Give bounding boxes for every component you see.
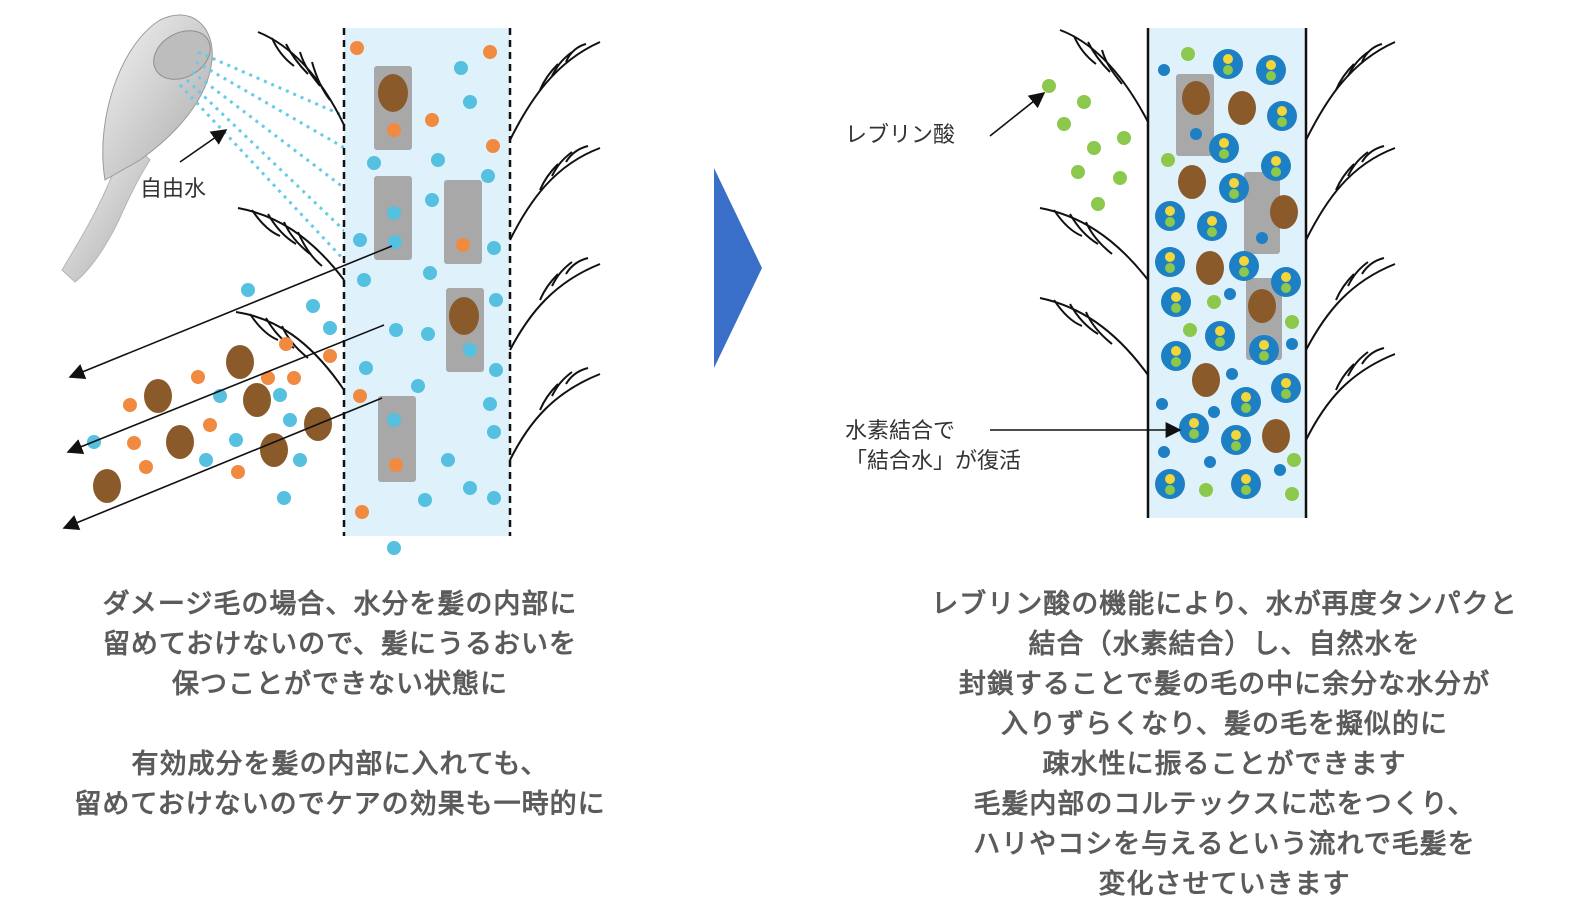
protein-in-restored-hair (1178, 81, 1298, 453)
label-arrows (989, 92, 1182, 438)
outflow-arrows (62, 129, 393, 530)
transition-arrow-icon (714, 168, 762, 368)
levulinic-acid-dots (1042, 47, 1301, 501)
left-caption-line: 留めておけないので、髪にうるおいを (102, 629, 578, 660)
caption-gap (0, 705, 680, 745)
right-caption: レブリン酸の機能により、水が再度タンパクと 結合（水素結合）し、自然水を 封鎖す… (860, 585, 1589, 905)
hydrogen-bond-label-line1: 水素結合で (845, 419, 956, 444)
protein-in-hair (378, 74, 479, 335)
restored-hair-panel (989, 28, 1396, 518)
cuticle-scales-left (235, 31, 345, 391)
active-ingredient-dots (123, 41, 500, 519)
right-caption-line: レブリン酸の機能により、水が再度タンパクと (931, 589, 1518, 620)
shower-head-icon (61, 14, 213, 283)
left-caption-line: 保つことができない状態に (172, 669, 508, 700)
cuticle-scales-right (509, 41, 601, 461)
right-caption-line: 毛髪内部のコルテックスに芯をつくり、 (973, 789, 1476, 820)
right-caption-line: ハリやコシを与えるという流れで毛髪を (973, 829, 1476, 860)
left-caption-line: 有効成分を髪の内部に入れても、 (131, 749, 549, 780)
right-caption-line: 結合（水素結合）し、自然水を (1028, 629, 1421, 660)
hydrogen-bond-label-line2: 「結合水」が復活 (845, 449, 1022, 474)
left-caption-line: ダメージ毛の場合、水分を髪の内部に (102, 589, 578, 620)
bound-water-molecules (1155, 49, 1301, 499)
cuticle-scales-restored-left (1039, 29, 1149, 376)
damaged-hair-panel (61, 14, 601, 555)
small-water-dots (1156, 64, 1298, 476)
right-caption-line: 変化させていきます (1098, 869, 1351, 900)
right-caption-line: 入りずらくなり、髪の毛を擬似的に (1001, 709, 1448, 740)
hair-shaft-damaged (344, 28, 510, 536)
left-caption-line: 留めておけないのでケアの効果も一時的に (74, 789, 606, 820)
cuticle-scales-restored-right (1305, 41, 1396, 441)
right-caption-line: 封鎖することで髪の毛の中に余分な水分が (958, 669, 1491, 700)
free-water-label: 自由水 (140, 177, 207, 202)
right-caption-line: 疎水性に振ることができます (1042, 749, 1407, 780)
levulinic-acid-label: レブリン酸 (845, 123, 956, 148)
left-caption: ダメージ毛の場合、水分を髪の内部に 留めておけないので、髪にうるおいを 保つこと… (0, 585, 680, 825)
